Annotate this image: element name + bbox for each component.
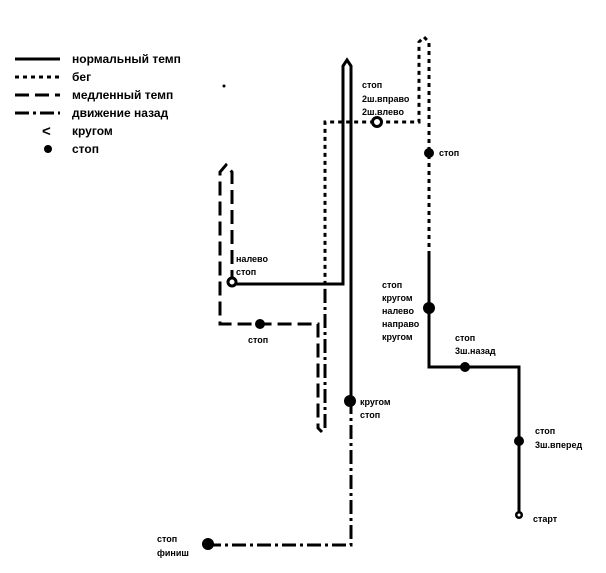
label: кругом	[360, 397, 391, 407]
legend-label: стоп	[72, 142, 99, 156]
stop-point	[344, 395, 356, 407]
label: 3ш.вперед	[535, 440, 582, 450]
legend-label: нормальный темп	[72, 52, 181, 66]
label: 2ш.влево	[362, 107, 404, 117]
label: стоп	[455, 333, 475, 343]
route-slow	[218, 162, 324, 434]
label: стоп	[236, 267, 256, 277]
label: налево	[382, 306, 414, 316]
finish-label: стоп	[157, 534, 177, 544]
finish-point	[202, 538, 214, 550]
label: стоп	[248, 335, 268, 345]
route-back	[208, 400, 353, 547]
finish-label: финиш	[157, 548, 189, 558]
labels: старт стоп 3ш.вперед стоп 3ш.назад стоп …	[157, 80, 582, 558]
label: стоп	[382, 280, 402, 290]
stop-dot-icon	[44, 145, 52, 153]
legend-label: бег	[72, 70, 91, 84]
stop-point	[371, 116, 383, 128]
label: кругом	[382, 332, 413, 342]
stop-point	[460, 362, 470, 372]
legend: < нормальный темп бег медленный темп дви…	[15, 52, 181, 156]
start-label: старт	[533, 514, 558, 524]
label: стоп	[439, 148, 459, 158]
stray-dot	[222, 84, 226, 88]
route-run	[323, 34, 431, 290]
label: 3ш.назад	[455, 346, 496, 356]
start-point-center	[517, 513, 521, 517]
label: стоп	[362, 80, 382, 90]
label: кругом	[382, 293, 413, 303]
legend-label: медленный темп	[72, 88, 173, 102]
turn-icon: <	[42, 123, 51, 140]
stop-point	[226, 276, 238, 288]
legend-label: движение назад	[72, 106, 169, 120]
label: стоп	[360, 410, 380, 420]
route	[202, 34, 524, 550]
label: налево	[236, 254, 268, 264]
stop-point	[514, 436, 524, 446]
label: направо	[382, 319, 420, 329]
route-solid-middle	[232, 57, 353, 400]
route-solid-start	[427, 255, 521, 515]
label: стоп	[535, 426, 555, 436]
stop-point	[255, 319, 265, 329]
stop-point	[424, 148, 434, 158]
legend-label: кругом	[72, 124, 113, 138]
label: 2ш.вправо	[362, 94, 410, 104]
stop-point	[423, 302, 435, 314]
